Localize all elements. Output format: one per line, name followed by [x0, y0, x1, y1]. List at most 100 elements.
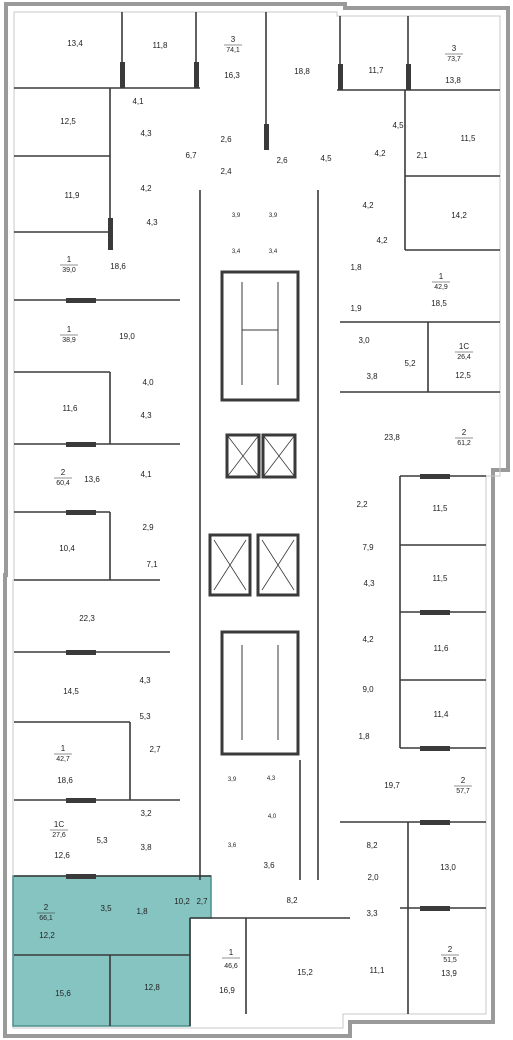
building-inner-outline — [12, 11, 501, 1029]
apartment-badge[interactable]: 2 61,2 — [455, 428, 473, 447]
room-area: 13,6 — [84, 475, 100, 484]
stair-core-top — [220, 270, 300, 402]
room-area: 15,2 — [297, 968, 313, 977]
apartment-area: 39,0 — [62, 267, 76, 274]
apartment-badge[interactable]: 1С 27,6 — [50, 820, 68, 839]
apartment-badge[interactable]: 1 42,7 — [54, 744, 72, 763]
room-area: 3,3 — [366, 909, 378, 918]
room-area: 3,8 — [366, 372, 378, 381]
room-area: 4,3 — [139, 676, 151, 685]
apartment-area: 57,7 — [456, 788, 470, 795]
room-area: 13,8 — [445, 76, 461, 85]
room-area: 22,3 — [79, 614, 95, 623]
apartment-rooms: 1 — [61, 744, 66, 753]
room-area: 5,3 — [96, 836, 108, 845]
room-area: 11,5 — [433, 504, 449, 513]
apartment-badge[interactable]: 1 42,9 — [432, 272, 450, 291]
room-area: 13,0 — [440, 863, 456, 872]
apartment-badge[interactable]: 3 73,7 — [445, 44, 463, 63]
room-area: 11,6 — [434, 644, 450, 653]
apartment-rooms: 1 — [67, 325, 72, 334]
room-area: 14,2 — [451, 211, 467, 220]
apartment-rooms: 2 — [61, 468, 66, 477]
room-area: 3,0 — [358, 336, 370, 345]
apartment-rooms: 2 — [448, 945, 453, 954]
room-area: 1,8 — [350, 263, 362, 272]
apartment-area: 51,5 — [443, 957, 457, 964]
room-area: 11,8 — [153, 41, 169, 50]
room-area: 4,3 — [267, 776, 276, 782]
room-labels-right: 11,7 13,8 4,5 11,5 4,5 4,2 2,1 4,2 14,2 … — [219, 66, 476, 995]
room-area: 4,2 — [376, 236, 388, 245]
apartment-badge[interactable]: 3 74,1 — [224, 35, 242, 54]
apartment-area: 42,9 — [434, 284, 448, 291]
room-area: 13,9 — [441, 969, 457, 978]
room-area: 3,6 — [263, 861, 275, 870]
room-area: 4,2 — [374, 149, 386, 158]
apartment-rooms: 1С — [54, 820, 64, 829]
room-area: 19,0 — [119, 332, 135, 341]
room-area: 4,2 — [362, 635, 374, 644]
apartment-badge[interactable]: 2 60,4 — [54, 468, 72, 487]
apartment-badge[interactable]: 2 57,7 — [454, 776, 472, 795]
room-area: 8,2 — [366, 841, 378, 850]
room-area: 8,2 — [286, 896, 298, 905]
room-area: 18,5 — [431, 299, 447, 308]
room-area: 18,6 — [57, 776, 73, 785]
apartment-badge[interactable]: 1 38,9 — [60, 325, 78, 344]
apartment-area: 60,4 — [56, 480, 70, 487]
room-area: 12,5 — [60, 117, 76, 126]
room-area: 16,3 — [224, 71, 240, 80]
room-area: 3,9 — [232, 213, 241, 219]
room-area: 2,7 — [196, 897, 208, 906]
room-area: 3,8 — [140, 843, 152, 852]
room-area: 4,5 — [392, 121, 404, 130]
apartment-badge[interactable]: 1С 26,4 — [455, 342, 473, 361]
apartment-badge[interactable]: 1 46,6 — [222, 948, 240, 970]
apartment-badge[interactable]: 1 39,0 — [60, 255, 78, 274]
room-area: 10,2 — [174, 897, 190, 906]
stair-core-bottom — [220, 630, 300, 756]
room-area: 4,3 — [140, 411, 152, 420]
room-area: 3,4 — [232, 249, 241, 255]
apartment-area: 74,1 — [226, 47, 240, 54]
room-area: 4,3 — [146, 218, 158, 227]
room-area: 2,6 — [220, 135, 232, 144]
room-area: 12,8 — [144, 983, 160, 992]
room-area: 9,0 — [362, 685, 374, 694]
room-area: 7,9 — [362, 543, 374, 552]
room-area: 18,8 — [294, 67, 310, 76]
room-area: 5,2 — [404, 359, 416, 368]
room-area: 4,0 — [268, 814, 277, 820]
room-area: 2,1 — [416, 151, 428, 160]
room-area: 3,9 — [269, 213, 278, 219]
apartment-rooms: 2 — [461, 776, 466, 785]
room-area: 1,9 — [350, 304, 362, 313]
room-area: 10,4 — [59, 544, 75, 553]
apartment-badge[interactable]: 2 66,1 — [37, 903, 55, 922]
room-area: 12,6 — [54, 851, 70, 860]
apartment-area: 66,1 — [39, 915, 53, 922]
apartment-rooms: 3 — [231, 35, 236, 44]
room-area: 2,2 — [356, 500, 368, 509]
apartment-badge[interactable]: 2 51,5 — [441, 945, 459, 964]
apartment-area: 73,7 — [447, 56, 461, 63]
room-area: 3,5 — [100, 904, 112, 913]
room-area: 13,4 — [67, 39, 83, 48]
apartment-area: 46,6 — [224, 963, 238, 970]
room-area: 19,7 — [384, 781, 400, 790]
room-area: 12,2 — [39, 931, 55, 940]
room-area: 3,2 — [140, 809, 152, 818]
room-area: 23,8 — [384, 433, 400, 442]
wall-stubs — [66, 62, 450, 911]
apartment-area: 27,6 — [52, 832, 66, 839]
room-labels-left: 13,4 11,8 16,3 18,8 12,5 4,1 4,3 2,6 2,6… — [39, 39, 310, 998]
room-area: 7,1 — [146, 560, 158, 569]
apartment-rooms: 2 — [462, 428, 467, 437]
room-area: 6,7 — [185, 151, 197, 160]
apartment-rooms: 1 — [229, 948, 234, 957]
room-area: 15,6 — [55, 989, 71, 998]
room-area: 18,6 — [110, 262, 126, 271]
apartment-rooms: 1С — [459, 342, 469, 351]
